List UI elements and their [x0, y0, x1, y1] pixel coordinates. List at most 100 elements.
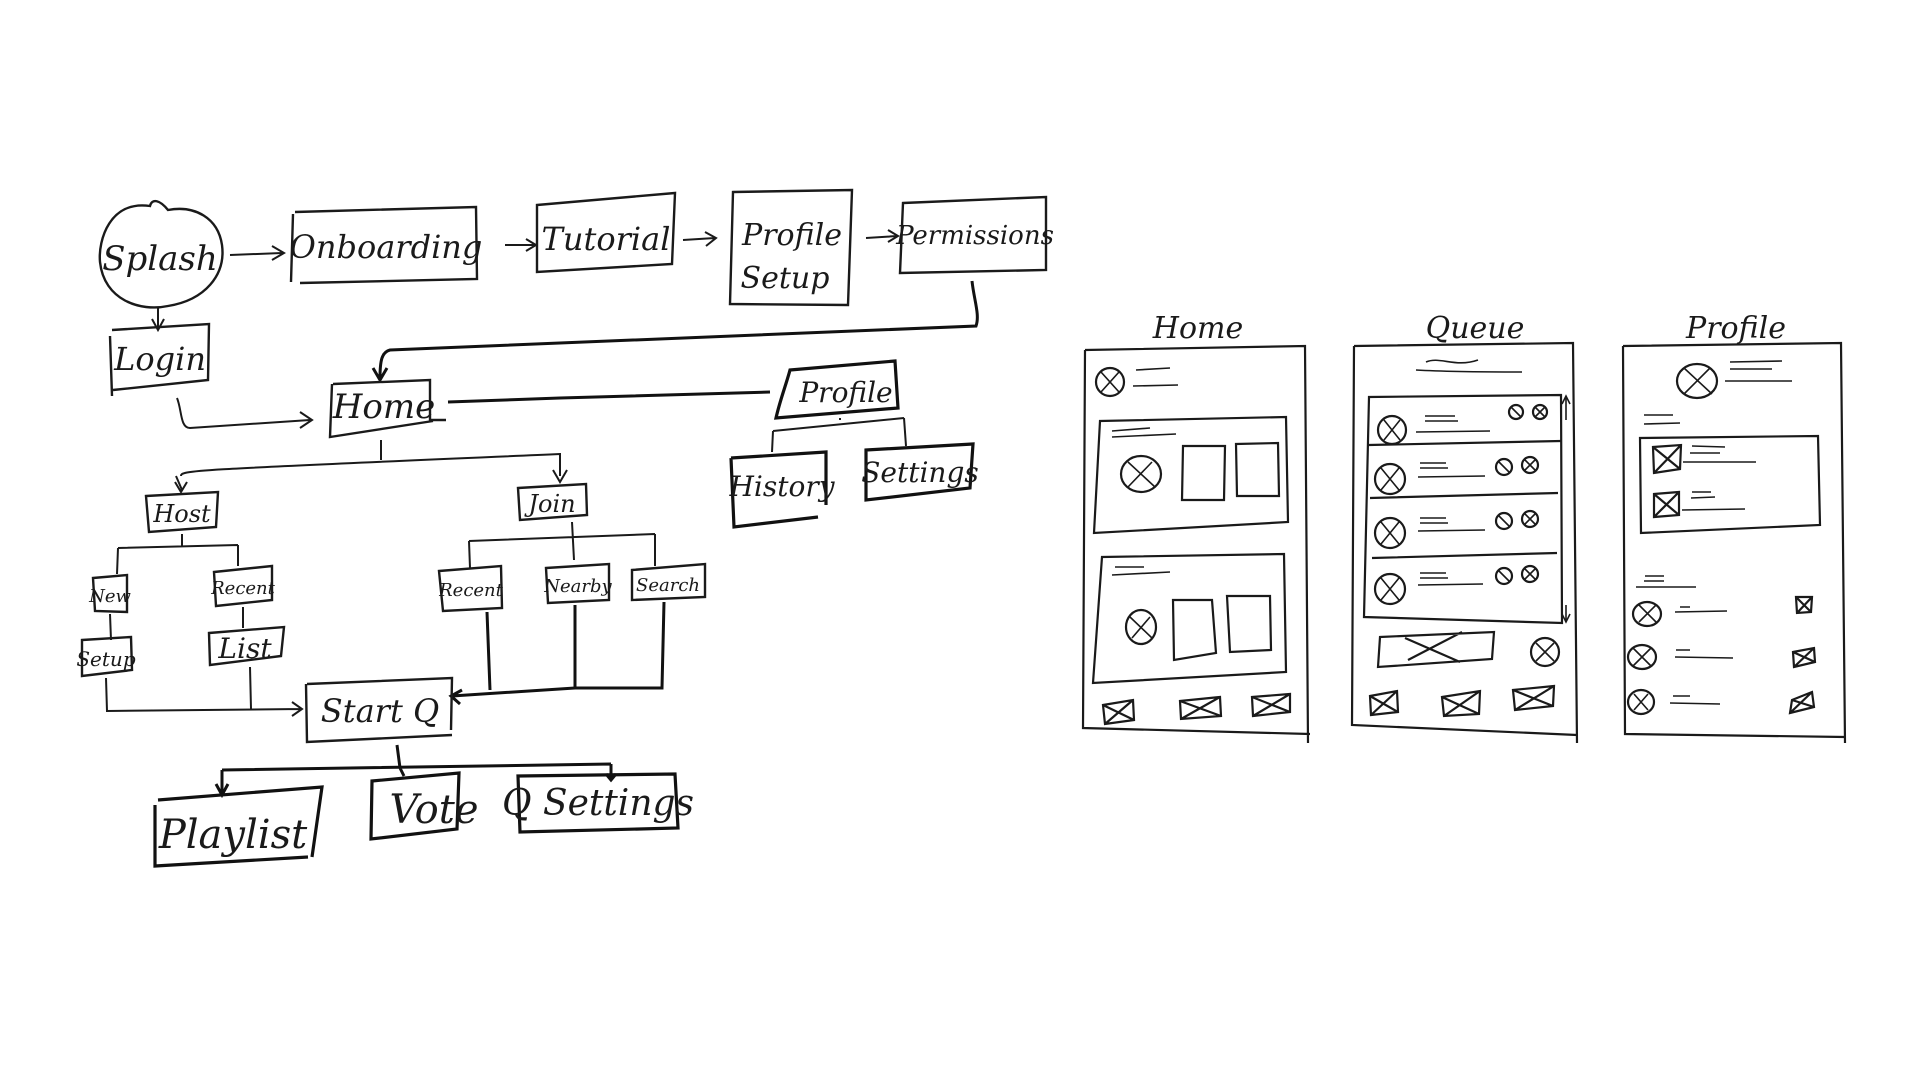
tab-bar — [1101, 692, 1292, 726]
title-placeholder-lines — [1415, 359, 1523, 373]
avatar-placeholder-icon — [1094, 366, 1126, 398]
phone-frame — [1621, 341, 1847, 744]
arrow-join-startq — [448, 601, 666, 706]
list-item-placeholder[interactable] — [1651, 443, 1756, 475]
arrow-onboarding-tutorial — [505, 238, 538, 252]
circle-button-placeholder-icon[interactable] — [1529, 636, 1561, 668]
node-search-label: Search — [636, 575, 700, 596]
setting-row[interactable] — [1631, 595, 1814, 628]
node-settings-label: Settings — [861, 456, 979, 489]
node-settings: Settings — [861, 442, 979, 502]
node-join: Join — [516, 482, 589, 522]
node-join-recent: Recent — [437, 564, 504, 613]
node-list-label: List — [217, 632, 272, 665]
text-placeholder-lines — [1132, 367, 1179, 387]
connector-host-children — [116, 534, 239, 575]
arrow-tutorial-profile-setup — [682, 231, 718, 247]
node-start-q-label: Start Q — [321, 692, 439, 730]
arrow-host-startq — [105, 666, 304, 717]
list-item-placeholder[interactable] — [1652, 490, 1746, 519]
node-host: Host — [144, 490, 220, 534]
node-join-label: Join — [523, 490, 575, 518]
node-playlist: Playlist — [153, 785, 324, 868]
arrow-login-home — [176, 397, 314, 430]
node-host-label: Host — [152, 500, 211, 528]
wireframes: Home — [1081, 311, 1847, 744]
node-new-label: New — [88, 586, 131, 607]
node-tutorial: Tutorial — [535, 191, 677, 274]
node-splash-label: Splash — [102, 239, 218, 279]
profile-card — [1638, 434, 1822, 535]
node-start-q: Start Q — [304, 676, 454, 744]
scrollbar-arrows[interactable] — [1561, 394, 1571, 624]
node-splash: Splash — [98, 199, 224, 309]
queue-list-container — [1362, 393, 1564, 625]
section-heading-lines — [1636, 575, 1696, 588]
tab-icon-placeholder[interactable] — [1178, 695, 1223, 721]
node-onboarding: Onboarding — [290, 205, 483, 285]
tab-bar — [1368, 684, 1556, 718]
phone-frame — [1350, 341, 1579, 744]
tab-icon-placeholder[interactable] — [1511, 684, 1556, 712]
connector-join-children — [468, 521, 656, 569]
connector-home-host-join — [174, 440, 568, 494]
node-q-settings: Q Settings — [502, 772, 694, 834]
row-dividers — [1368, 439, 1562, 560]
node-new: New — [88, 573, 131, 614]
setting-row[interactable] — [1626, 688, 1816, 716]
tab-icon-placeholder[interactable] — [1440, 689, 1482, 718]
queue-row[interactable] — [1373, 509, 1540, 550]
node-login: Login — [108, 322, 211, 397]
wireframe-queue-title: Queue — [1426, 311, 1525, 346]
tab-icon-placeholder[interactable] — [1250, 692, 1292, 718]
arrow-splash-onboarding — [229, 245, 286, 261]
node-profile-setup: Profile Setup — [728, 188, 854, 307]
card-placeholder — [1091, 552, 1288, 685]
node-setup-label: Setup — [76, 647, 135, 671]
node-host-recent-label: Recent — [210, 578, 276, 599]
node-list: List — [207, 625, 286, 667]
flowchart: Splash Onboarding Tutorial Profile Setup — [76, 188, 1054, 868]
queue-row[interactable] — [1373, 455, 1540, 496]
connector-home-profile — [447, 390, 771, 404]
node-nearby: Nearby — [543, 562, 613, 605]
node-profile-setup-label-2: Setup — [741, 261, 830, 296]
profile-name-lines — [1725, 360, 1792, 382]
queue-row[interactable] — [1376, 403, 1549, 446]
button-placeholder[interactable] — [1376, 630, 1496, 669]
profile-avatar-icon — [1675, 362, 1719, 400]
node-profile: Profile — [773, 359, 900, 420]
node-home: Login Home — [328, 378, 446, 439]
node-setup: Setup — [76, 635, 136, 678]
node-vote: Vote — [369, 771, 479, 841]
queue-row[interactable] — [1373, 564, 1540, 606]
node-history: History — [728, 450, 836, 529]
node-profile-setup-label-1: Profile — [741, 218, 842, 253]
arrow-splash-login — [151, 308, 165, 333]
connector-profile-children — [771, 417, 907, 453]
node-search: Search — [630, 562, 707, 602]
arrow-profile-setup-permissions — [865, 229, 900, 243]
tab-icon-placeholder[interactable] — [1368, 689, 1400, 717]
node-home-label: Home — [332, 387, 435, 427]
wireframe-home: Home — [1081, 311, 1311, 744]
node-login-label: Login — [113, 340, 206, 378]
phone-frame — [1081, 344, 1311, 744]
node-q-settings-label: Q Settings — [502, 783, 694, 824]
card-placeholder — [1092, 415, 1290, 535]
node-nearby-label: Nearby — [543, 576, 612, 597]
node-history-label: History — [728, 470, 835, 503]
node-onboarding-label: Onboarding — [290, 228, 483, 266]
node-host-recent: Recent — [210, 564, 276, 608]
section-heading-lines — [1643, 414, 1681, 425]
wireframe-profile: Profile — [1621, 311, 1847, 744]
wireframe-profile-title: Profile — [1685, 311, 1786, 346]
wireframe-queue: Queue — [1350, 311, 1579, 744]
setting-row[interactable] — [1626, 643, 1817, 671]
wireframe-home-title: Home — [1152, 311, 1243, 346]
node-playlist-label: Playlist — [158, 812, 308, 858]
node-tutorial-label: Tutorial — [542, 220, 671, 258]
node-permissions: Permissions — [895, 195, 1054, 275]
tab-icon-placeholder[interactable] — [1101, 698, 1136, 726]
